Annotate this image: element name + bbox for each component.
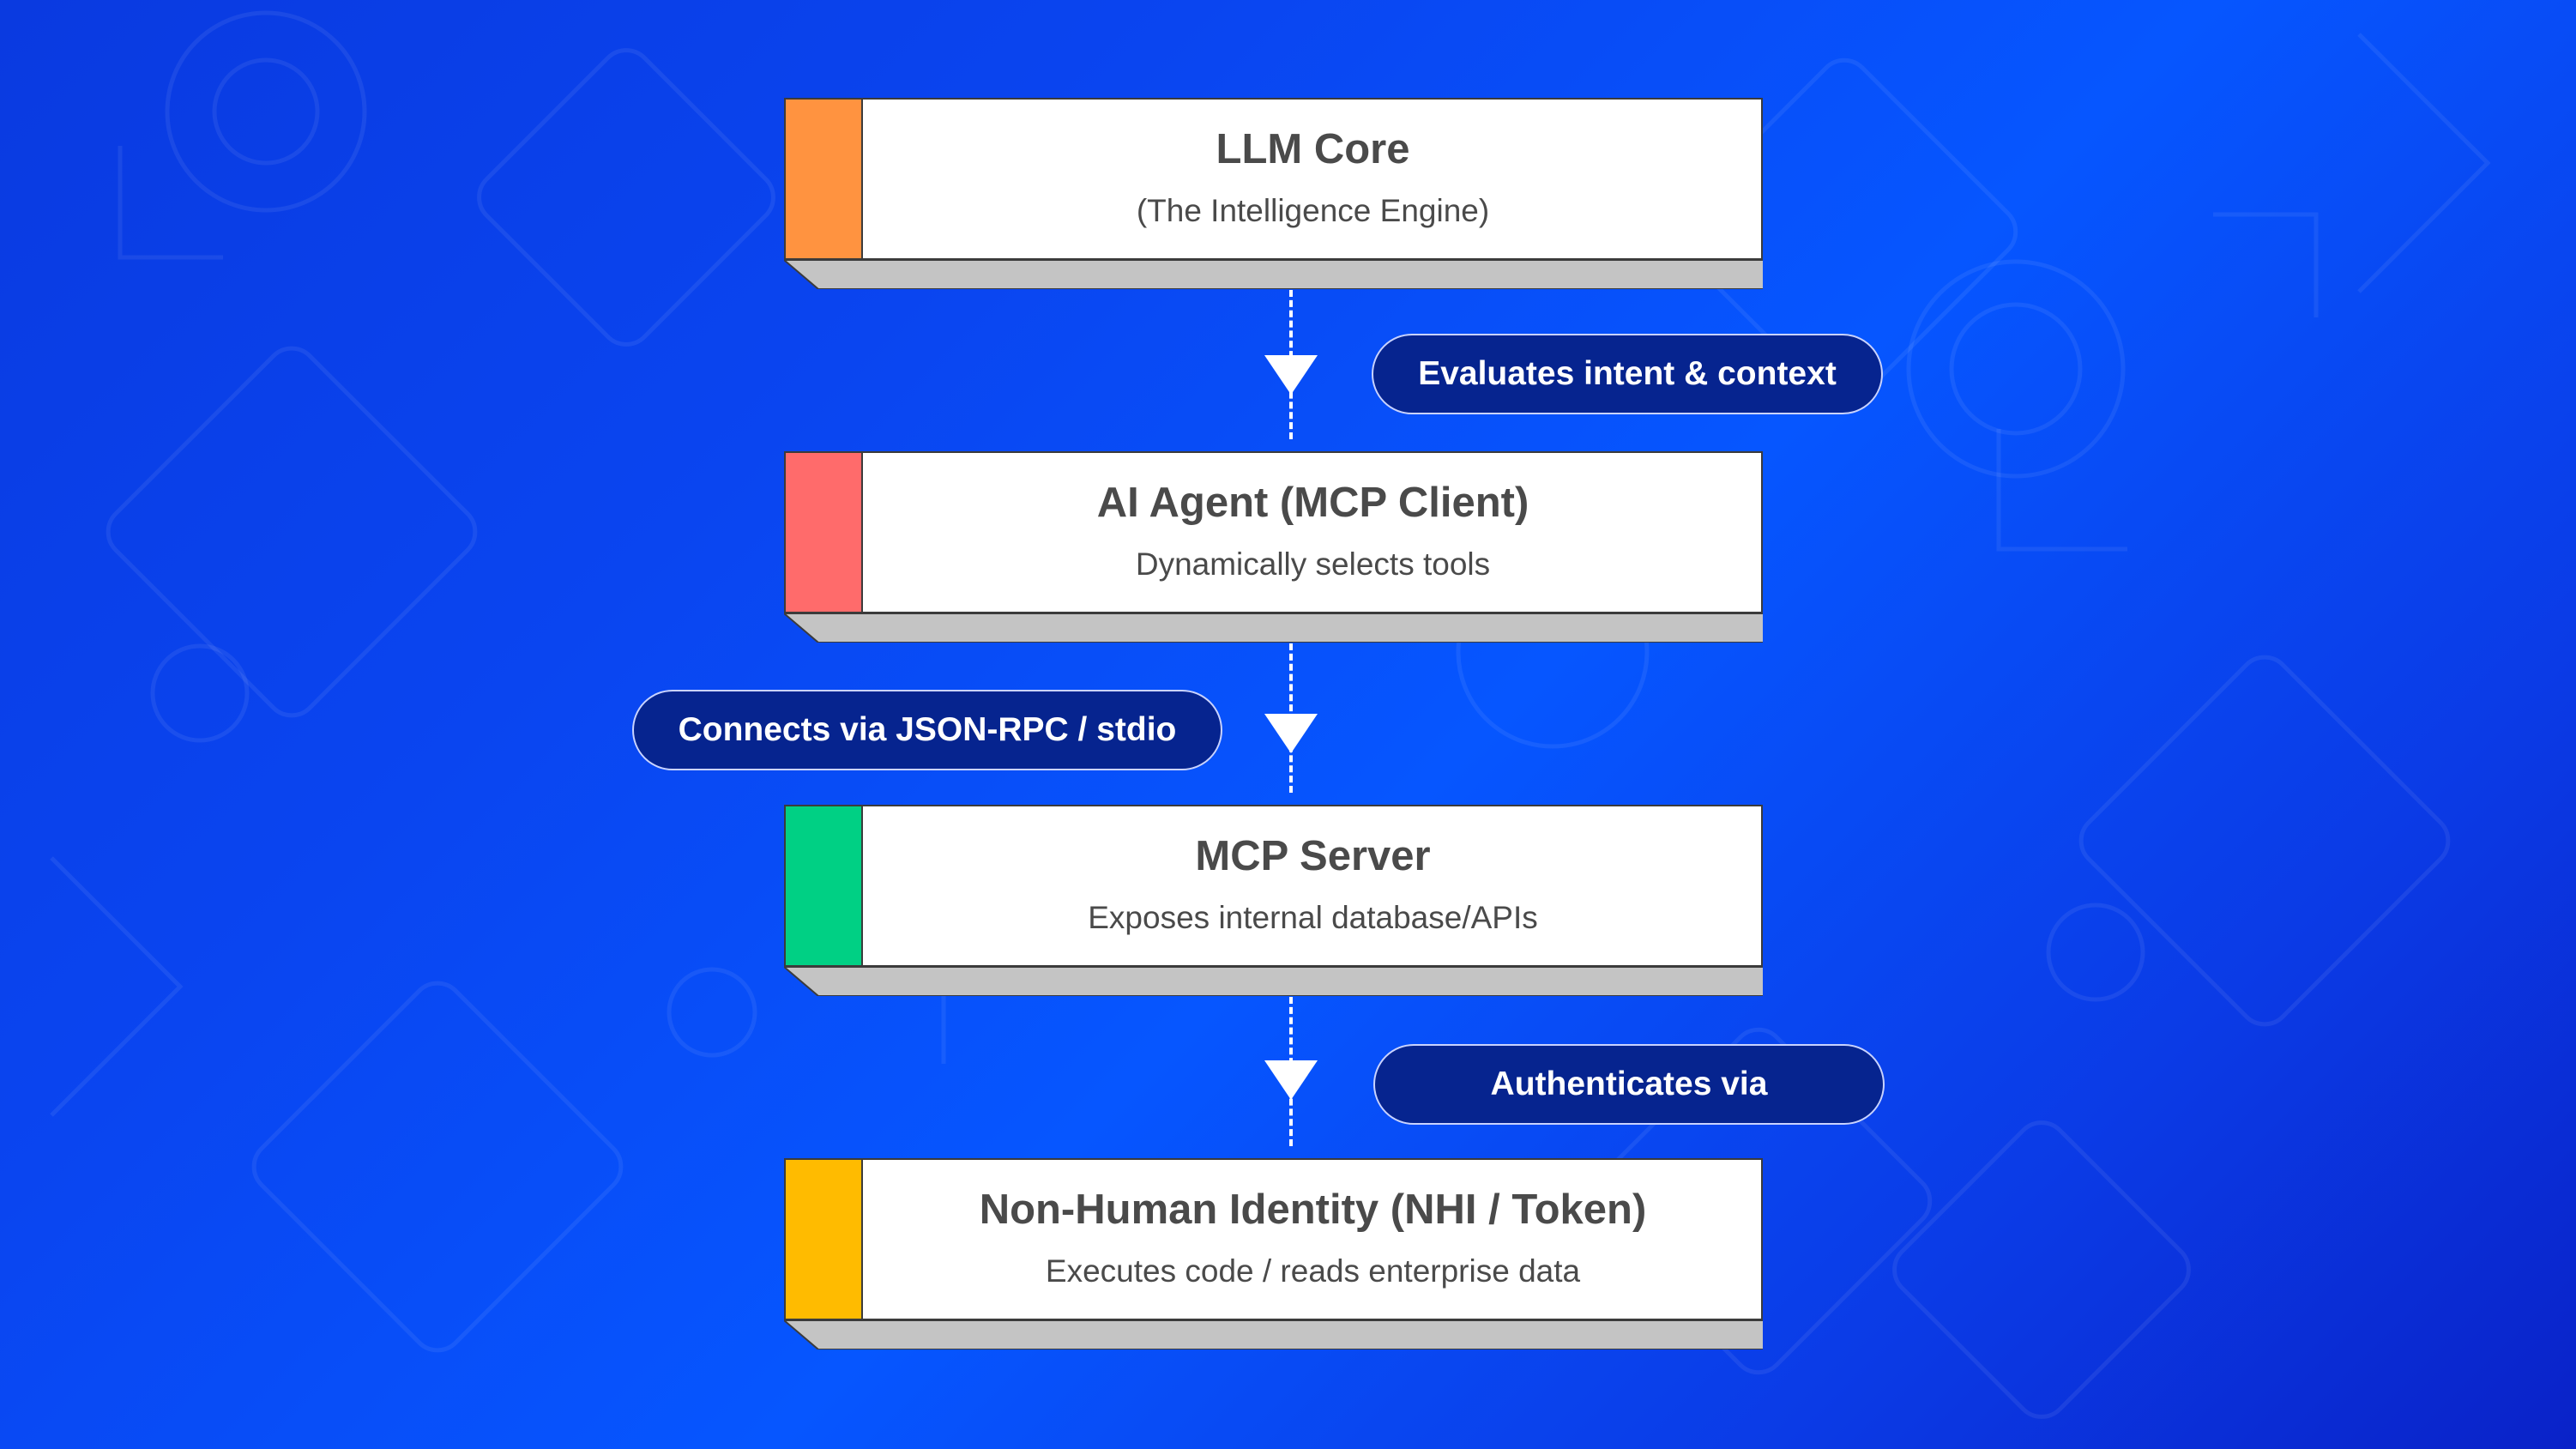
node-mcp-server: MCP Server Exposes internal database/API…: [784, 805, 1763, 996]
accent-bar-yellow: [784, 1158, 863, 1320]
edge-label-connects: Connects via JSON-RPC / stdio: [632, 690, 1222, 770]
box-face: [784, 451, 1763, 613]
node-title: MCP Server: [1195, 833, 1431, 879]
box-extrusion: [784, 98, 1763, 289]
node-non-human-identity: Non-Human Identity (NHI / Token) Execute…: [784, 1158, 1763, 1349]
accent-bar-green: [784, 805, 863, 967]
edge-label-authenticates: Authenticates via: [1373, 1044, 1885, 1125]
arrow-down-icon: [1264, 1060, 1318, 1100]
box-extrusion: [784, 1158, 1763, 1349]
arrow-down-icon: [1264, 355, 1318, 395]
edge-label-evaluates: Evaluates intent & context: [1372, 334, 1883, 414]
node-subtitle: Executes code / reads enterprise data: [1045, 1253, 1581, 1289]
node-title: AI Agent (MCP Client): [1096, 480, 1529, 526]
box-extrusion: [784, 805, 1763, 996]
node-title: Non-Human Identity (NHI / Token): [979, 1186, 1647, 1233]
node-subtitle: Dynamically selects tools: [1135, 546, 1491, 582]
box-extrusion: [784, 451, 1763, 643]
arrow-down-icon: [1264, 714, 1318, 753]
node-ai-agent: AI Agent (MCP Client) Dynamically select…: [784, 451, 1763, 643]
node-subtitle: Exposes internal database/APIs: [1088, 900, 1538, 935]
accent-bar-red: [784, 451, 863, 613]
node-title: LLM Core: [1216, 126, 1410, 172]
box-face: [784, 805, 1763, 967]
accent-bar-orange: [784, 98, 863, 260]
box-face: [784, 1158, 1763, 1320]
node-llm-core: LLM Core (The Intelligence Engine): [784, 98, 1763, 289]
node-subtitle: (The Intelligence Engine): [1136, 193, 1490, 228]
box-face: [784, 98, 1763, 260]
